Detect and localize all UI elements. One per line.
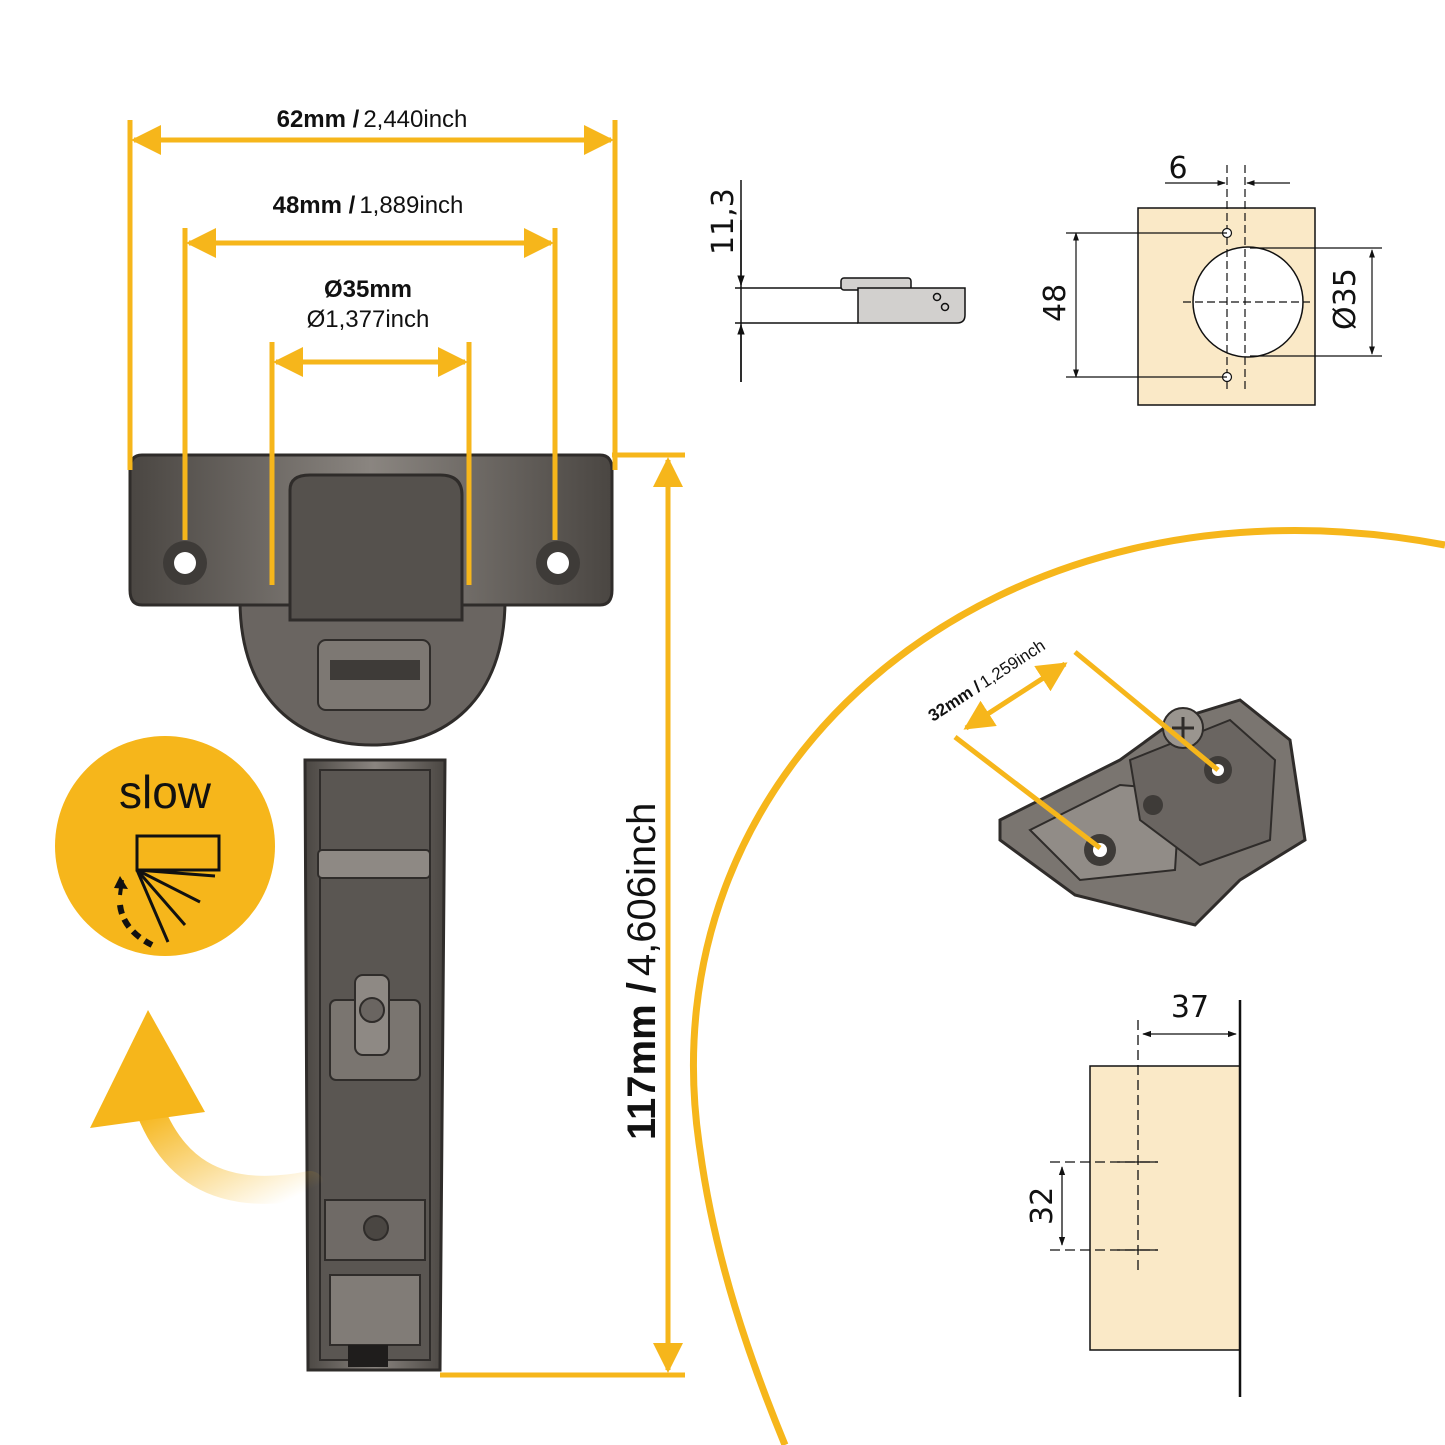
background-arc <box>690 527 1445 1445</box>
dimension-lines-hinge <box>127 120 685 1378</box>
open-direction-arrow <box>90 1010 324 1204</box>
mounting-plate-photo <box>998 698 1307 927</box>
width-62-label: 62mm /2,440inch <box>277 106 468 133</box>
top-diameter-label: Ø35 <box>1328 268 1363 330</box>
top-offset-label: 6 <box>1168 151 1187 186</box>
top-drilling-drawing <box>1066 165 1382 406</box>
side-profile-drawing <box>735 180 966 382</box>
soft-close-door-icon <box>114 834 221 948</box>
side-depth-label: 11,3 <box>706 188 741 255</box>
slow-badge: slow <box>55 736 275 956</box>
cup-diameter-mm: Ø35mm <box>324 276 412 303</box>
plate-edge-label: 37 <box>1171 990 1209 1025</box>
plate-spacing-label: 32 <box>1025 1187 1060 1225</box>
cup-diameter-inch: Ø1,377inch <box>307 306 430 333</box>
top-spacing-label: 48 <box>1038 284 1073 322</box>
height-117-label: 117mm /4,606inch <box>620 803 664 1140</box>
mounting-plate-dimension <box>953 650 1220 850</box>
hinge-photo <box>128 453 614 1372</box>
plate-drilling-drawing <box>1050 1000 1242 1397</box>
slow-text: slow <box>119 766 212 818</box>
width-48-label: 48mm /1,889inch <box>273 192 464 219</box>
